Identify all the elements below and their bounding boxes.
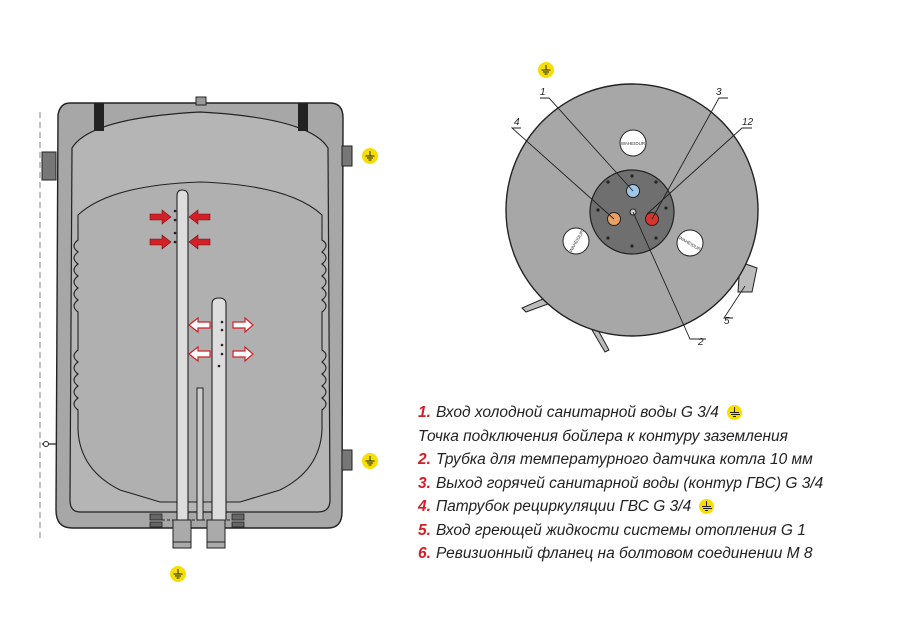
ground-icon xyxy=(699,499,715,515)
legend-number: 4. xyxy=(418,498,431,515)
legend-item: 1. Вход холодной санитарной воды G 3/4 xyxy=(418,401,898,425)
legend-item: 3. Выход горячей санитарной воды (контур… xyxy=(418,472,898,496)
badge-top: WAHEIDUR xyxy=(619,129,647,157)
svg-text:WAHEIDUR: WAHEIDUR xyxy=(621,141,646,146)
flow-arrows-solid xyxy=(149,209,211,250)
legend-number: 1. xyxy=(418,404,431,421)
ground-icon xyxy=(726,405,742,421)
legend-number: 6. xyxy=(418,545,431,562)
badge-right: WAHEIDUR xyxy=(676,229,704,257)
inner-rod xyxy=(196,387,204,521)
bottom-pipe-right xyxy=(206,519,226,549)
recirculation-tube xyxy=(211,297,227,521)
callout-12: 12 xyxy=(742,117,754,128)
badge-left: WAHEIDUR xyxy=(562,227,590,255)
water-volume xyxy=(73,181,327,503)
legend-number: 2. xyxy=(418,451,431,468)
top-bracket-right xyxy=(298,103,308,131)
legend-text: Патрубок рециркуляции ГВС G 3/4 xyxy=(435,498,692,515)
sensor-tube-tall xyxy=(173,189,189,521)
legend-item: 6. Ревизионный фланец на болтовом соедин… xyxy=(418,542,898,566)
legend-text: Точка подключения бойлера к контуру зазе… xyxy=(418,427,788,445)
ground-icon xyxy=(361,147,379,165)
legend-number: 5. xyxy=(418,521,431,539)
legend: 1. Вход холодной санитарной воды G 3/4 Т… xyxy=(418,401,898,566)
legend-item: 5. Вход греющей жидкости системы отоплен… xyxy=(418,519,898,543)
legend-number: 3. xyxy=(418,474,431,492)
flange-bolts xyxy=(149,513,245,528)
legend-text: Вход холодной санитарной воды G 3/4 xyxy=(435,404,719,421)
top-bracket-left xyxy=(94,103,104,131)
top-vent xyxy=(195,96,207,106)
legend-item: 4. Патрубок рециркуляции ГВС G 3/4 xyxy=(418,495,898,519)
callout-5: 5 xyxy=(724,316,730,327)
flow-arrows-outline xyxy=(188,316,254,363)
legend-item: Точка подключения бойлера к контуру зазе… xyxy=(418,425,898,449)
connection-top-right xyxy=(341,145,353,167)
bottom-pipe-left xyxy=(172,519,192,549)
callout-1: 1 xyxy=(540,87,546,98)
side-flange xyxy=(41,151,57,181)
flange-bolt-holes xyxy=(596,174,668,248)
ground-icon xyxy=(169,565,187,583)
legend-text: Выход горячей санитарной воды (контур ГВ… xyxy=(435,474,824,492)
legend-item: 2. Трубка для температурного датчика кот… xyxy=(418,448,898,472)
legend-text: Ревизионный фланец на болтовом соединени… xyxy=(435,545,813,562)
side-view xyxy=(39,96,379,583)
callout-3: 3 xyxy=(716,87,722,98)
leader-lines xyxy=(510,97,752,340)
callout-2: 2 xyxy=(697,337,704,348)
legend-text: Трубка для температурного датчика котла … xyxy=(435,451,813,468)
callout-4: 4 xyxy=(514,117,520,128)
top-view: WAHEIDUR WAHEIDUR WAHEIDUR 1 3 4 12 2 5 xyxy=(505,61,759,353)
ground-icon xyxy=(361,452,379,470)
ground-icon xyxy=(537,61,555,79)
connection-bottom-right xyxy=(341,449,353,471)
legend-text: Вход греющей жидкости системы отопления … xyxy=(435,521,806,539)
